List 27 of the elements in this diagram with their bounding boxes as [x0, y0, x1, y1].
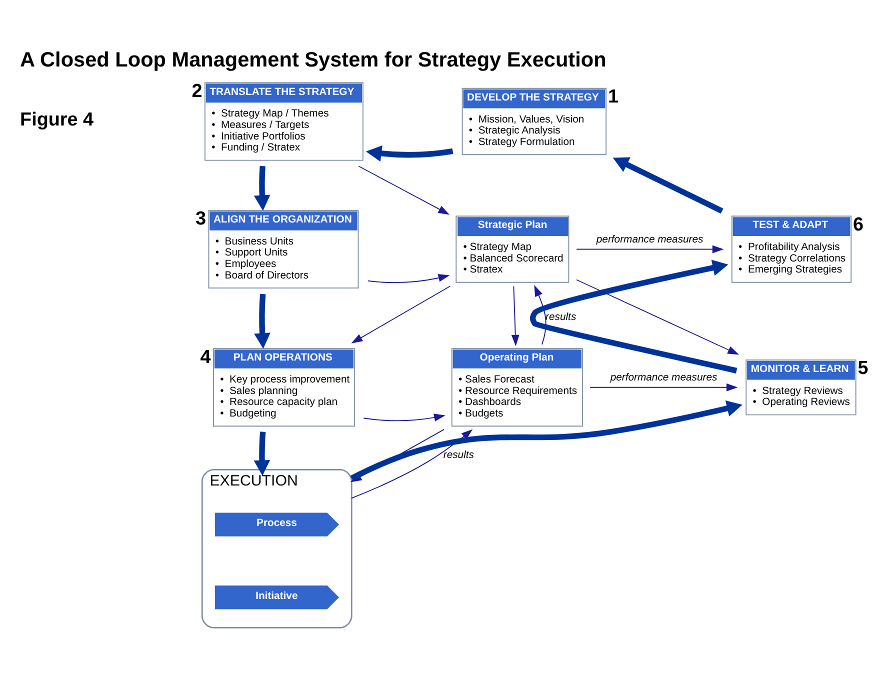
diagram-title: A Closed Loop Management System for Strategy Execution [20, 48, 606, 72]
edge-label: performance measures [610, 372, 718, 384]
arrow [363, 414, 446, 422]
node-label: 2 [192, 80, 202, 102]
node-label: 1 [608, 86, 618, 108]
node-label: 4 [200, 346, 211, 368]
arrow [590, 383, 738, 392]
arrow [358, 166, 450, 215]
label: Figure 4 [20, 109, 94, 130]
arrow [511, 286, 520, 346]
arrow [576, 279, 740, 355]
node-label: 5 [858, 358, 868, 380]
node-label: 6 [853, 214, 864, 236]
arrow [612, 157, 724, 214]
arrow [530, 260, 738, 374]
node-label: 3 [196, 208, 206, 230]
arrow [350, 400, 742, 481]
arrow [366, 145, 454, 162]
arrow [351, 286, 451, 344]
edge-label: results [546, 312, 576, 323]
arrow [254, 166, 270, 211]
edge-label: results [443, 450, 474, 462]
edge-label: performance measures [596, 234, 704, 246]
arrow [254, 294, 270, 349]
arrow [254, 432, 270, 476]
arrow [576, 245, 724, 254]
arrow [368, 274, 450, 284]
